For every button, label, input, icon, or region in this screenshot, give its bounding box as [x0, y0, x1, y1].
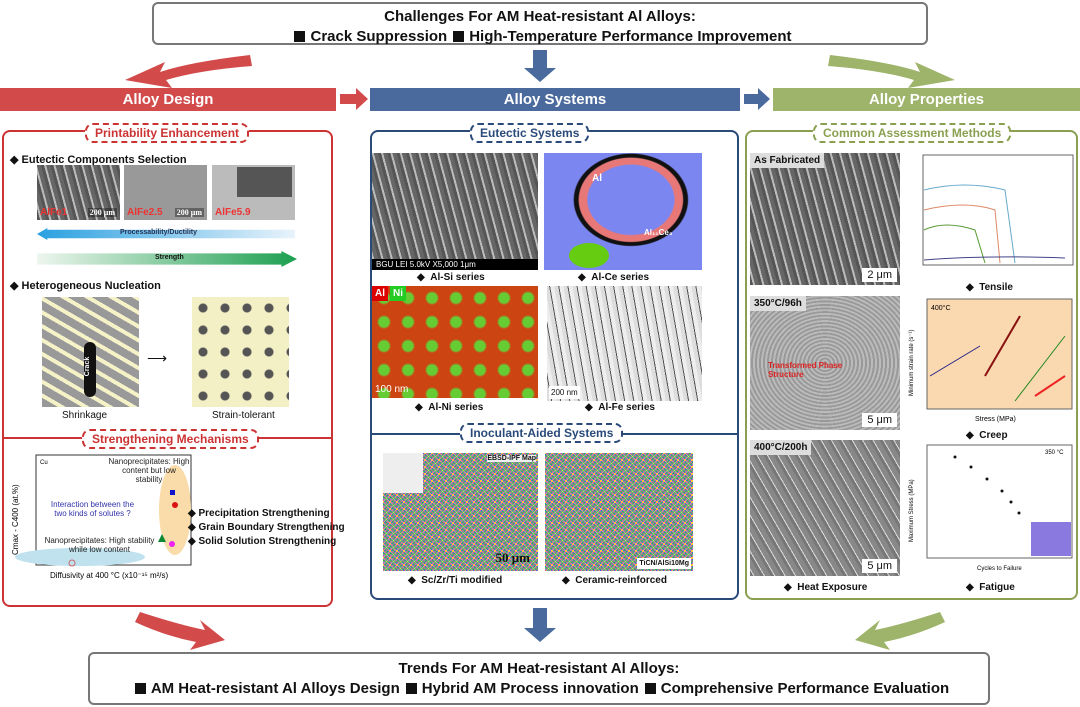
- mechanism-item: Grain Boundary Strengthening: [198, 522, 345, 533]
- tensile-chart: [922, 154, 1074, 266]
- square-bullet-icon: [134, 683, 146, 694]
- columnar-grain-diagram: Crack: [42, 297, 139, 407]
- trends-title: Trends For AM Heat-resistant Al Alloys:: [398, 660, 680, 677]
- point-mg: [172, 502, 178, 508]
- al-fe-micrograph: 200 nm: [547, 286, 702, 401]
- down-arrow-icon: [524, 50, 556, 82]
- curved-arrow-green-icon: [828, 55, 955, 88]
- svg-text:Cu: Cu: [40, 460, 48, 466]
- challenges-box: Challenges For AM Heat-resistant Al Allo…: [152, 2, 928, 45]
- challenge-item: High-Temperature Performance Improvement: [469, 28, 792, 45]
- challenges-title: Challenges For AM Heat-resistant Al Allo…: [384, 8, 696, 25]
- svg-text:Cycles to Failure: Cycles to Failure: [977, 566, 1022, 572]
- right-arrow-icon: [340, 88, 368, 110]
- trends-box: Trends For AM Heat-resistant Al Alloys: …: [88, 652, 990, 705]
- al-si-micrograph: BGU LEI 5.0kV X5,000 1μm: [372, 153, 538, 270]
- diffusivity-plot: Cu Cmax - C400 (at.%) Diffusivity at 400…: [11, 454, 192, 580]
- test-label: Tensile: [979, 282, 1013, 293]
- curved-arrow-red-icon: [135, 612, 225, 650]
- mechanism-item: Precipitation Strengthening: [198, 508, 330, 519]
- assessment-tag: Common Assessment Methods: [813, 123, 1012, 143]
- arrow-icon: ⟶: [147, 350, 168, 366]
- ebsd-map-ceramic: TiCN/AlSi10Mg: [545, 453, 693, 571]
- curved-arrow-green-icon: [855, 612, 945, 650]
- creep-chart: 400°C Stress (MPa) Minimum strain rate (…: [909, 298, 1073, 423]
- eutectic-heading: ◆ Eutectic Components Selection: [10, 154, 187, 166]
- strengthening-tag: Strengthening Mechanisms: [82, 429, 259, 449]
- test-label: Creep: [979, 430, 1008, 441]
- alloy-design-header: Alloy Design: [0, 88, 336, 111]
- trend-item: Hybrid AM Process innovation: [421, 680, 639, 697]
- test-label: Fatigue: [979, 582, 1015, 593]
- right-arrow-icon: [744, 88, 770, 110]
- svg-text:Diffusivity at 400 °C (x10⁻¹⁵: Diffusivity at 400 °C (x10⁻¹⁵ m²/s): [50, 571, 169, 580]
- scale-bar-label: 200 μm: [87, 208, 117, 217]
- svg-text:Stress (MPa): Stress (MPa): [975, 416, 1016, 423]
- inoculant-tag: Inoculant-Aided Systems: [460, 423, 624, 443]
- note-high-content: Nanoprecipitates: High content but low s…: [108, 457, 190, 484]
- series-label: Al-Fe series: [598, 402, 655, 413]
- point-zr: [68, 559, 76, 567]
- square-bullet-icon: [453, 31, 465, 42]
- square-bullet-icon: [405, 683, 417, 694]
- square-bullet-icon: [644, 683, 656, 694]
- test-label: Heat Exposure: [797, 582, 868, 593]
- equiaxed-grain-diagram: [192, 297, 289, 407]
- svg-text:350 °C: 350 °C: [1045, 450, 1064, 456]
- series-label: Al-Si series: [430, 272, 485, 283]
- svg-text:Minimum strain rate (s⁻¹): Minimum strain rate (s⁻¹): [909, 329, 915, 396]
- mechanism-item: Solid Solution Strengthening: [198, 536, 337, 547]
- interaction-note: Interaction between the two kinds of sol…: [50, 500, 135, 518]
- alloy-properties-header: Alloy Properties: [773, 88, 1080, 111]
- micrograph-alfe5.9: AlFe5.9: [212, 165, 295, 220]
- svg-text:Cmax - C400 (at.%): Cmax - C400 (at.%): [11, 484, 20, 555]
- square-bullet-icon: [294, 31, 306, 42]
- alloy-systems-header: Alloy Systems: [370, 88, 740, 111]
- svg-text:400°C: 400°C: [931, 304, 951, 312]
- point-zn: [170, 490, 175, 495]
- series-label: Al-Ni series: [428, 402, 484, 413]
- low-content-region: [15, 548, 145, 566]
- printability-tag: Printability Enhancement: [85, 123, 250, 143]
- point-cu: [158, 534, 166, 542]
- processability-arrow: [37, 228, 295, 240]
- inoculant-label: Ceramic-reinforced: [575, 575, 667, 586]
- point-si: [169, 541, 175, 547]
- eutectic-systems-tag: Eutectic Systems: [470, 123, 590, 143]
- strength-arrow: [37, 251, 297, 267]
- high-content-region: [159, 465, 191, 555]
- svg-text:Maximum Stress (MPa): Maximum Stress (MPa): [909, 479, 915, 542]
- nucleation-heading: ◆ Heterogeneous Nucleation: [10, 280, 161, 292]
- scale-bar-label: 200 μm: [174, 208, 204, 217]
- down-arrow-icon: [524, 608, 556, 642]
- fatigue-chart: 350 °C Cycles to Failure Maximum Stress …: [909, 444, 1073, 572]
- curved-arrow-red-icon: [125, 55, 252, 88]
- series-label: Al-Ce series: [591, 272, 650, 283]
- trend-item: AM Heat-resistant Al Alloys Design: [150, 680, 400, 697]
- trend-item: Comprehensive Performance Evaluation: [660, 680, 950, 697]
- inoculant-label: Sc/Zr/Ti modified: [421, 575, 503, 586]
- challenge-item: Crack Suppression: [310, 28, 448, 45]
- note-low-content: Nanoprecipitates: High stability while l…: [44, 536, 155, 554]
